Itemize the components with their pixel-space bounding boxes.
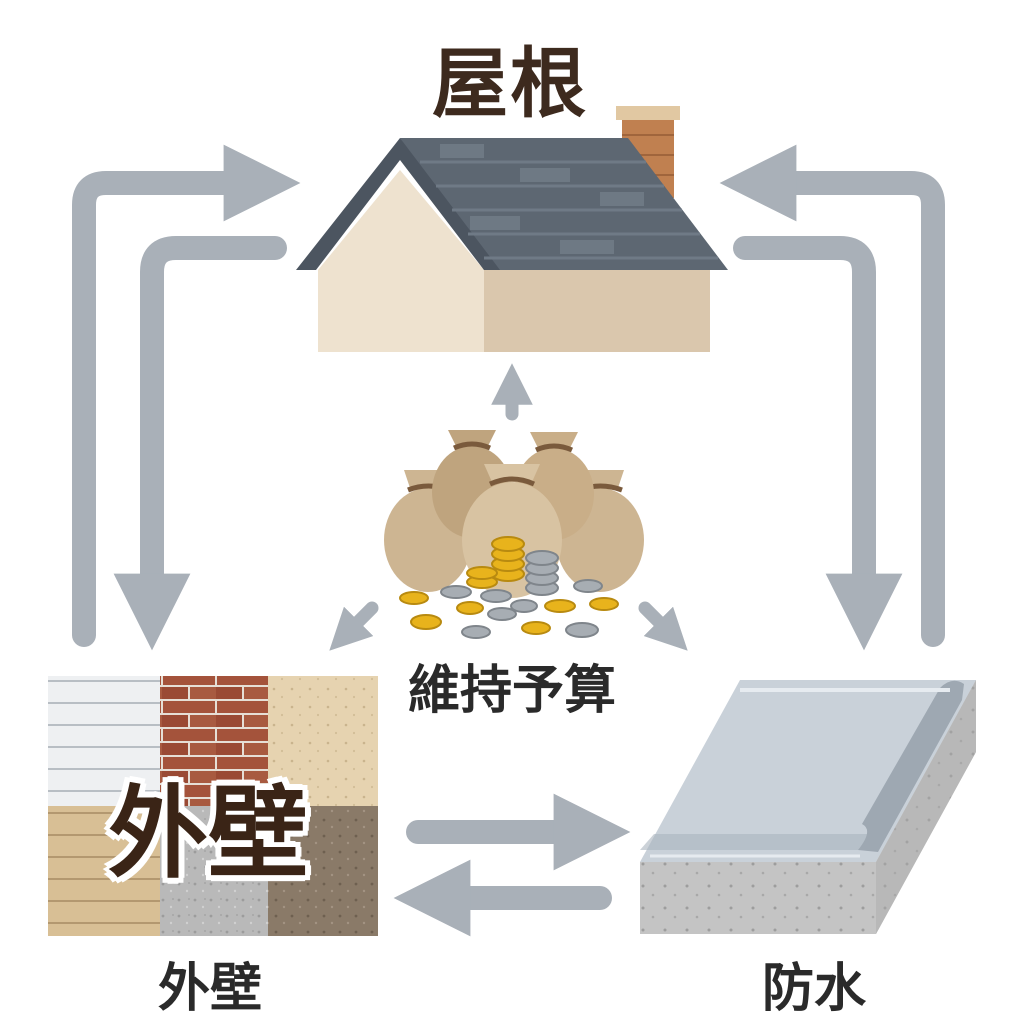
- wall-materials-icon: [48, 676, 378, 936]
- arrow-roof-to-wall: [113, 236, 287, 651]
- arrow-budget-to-water: [638, 601, 688, 651]
- budget-title: 維持予算: [407, 661, 616, 721]
- arrow-budget-to-wall: [329, 601, 379, 651]
- coins-icon: [399, 536, 619, 639]
- cycle-arrows: [72, 144, 945, 937]
- waterproof-caption: 防水: [761, 959, 866, 1019]
- house-icon: [296, 106, 728, 352]
- arrow-wall-to-roof: [72, 144, 301, 647]
- arrow-water-to-roof: [719, 144, 945, 647]
- waterproof-membrane-icon: [640, 680, 976, 934]
- wall-caption: 外壁: [157, 959, 262, 1019]
- roof-title: 屋根: [432, 39, 588, 128]
- arrow-roof-to-water: [733, 236, 903, 651]
- budget-arrows: [329, 363, 688, 651]
- wall-overlay-title: 外壁: [108, 775, 308, 892]
